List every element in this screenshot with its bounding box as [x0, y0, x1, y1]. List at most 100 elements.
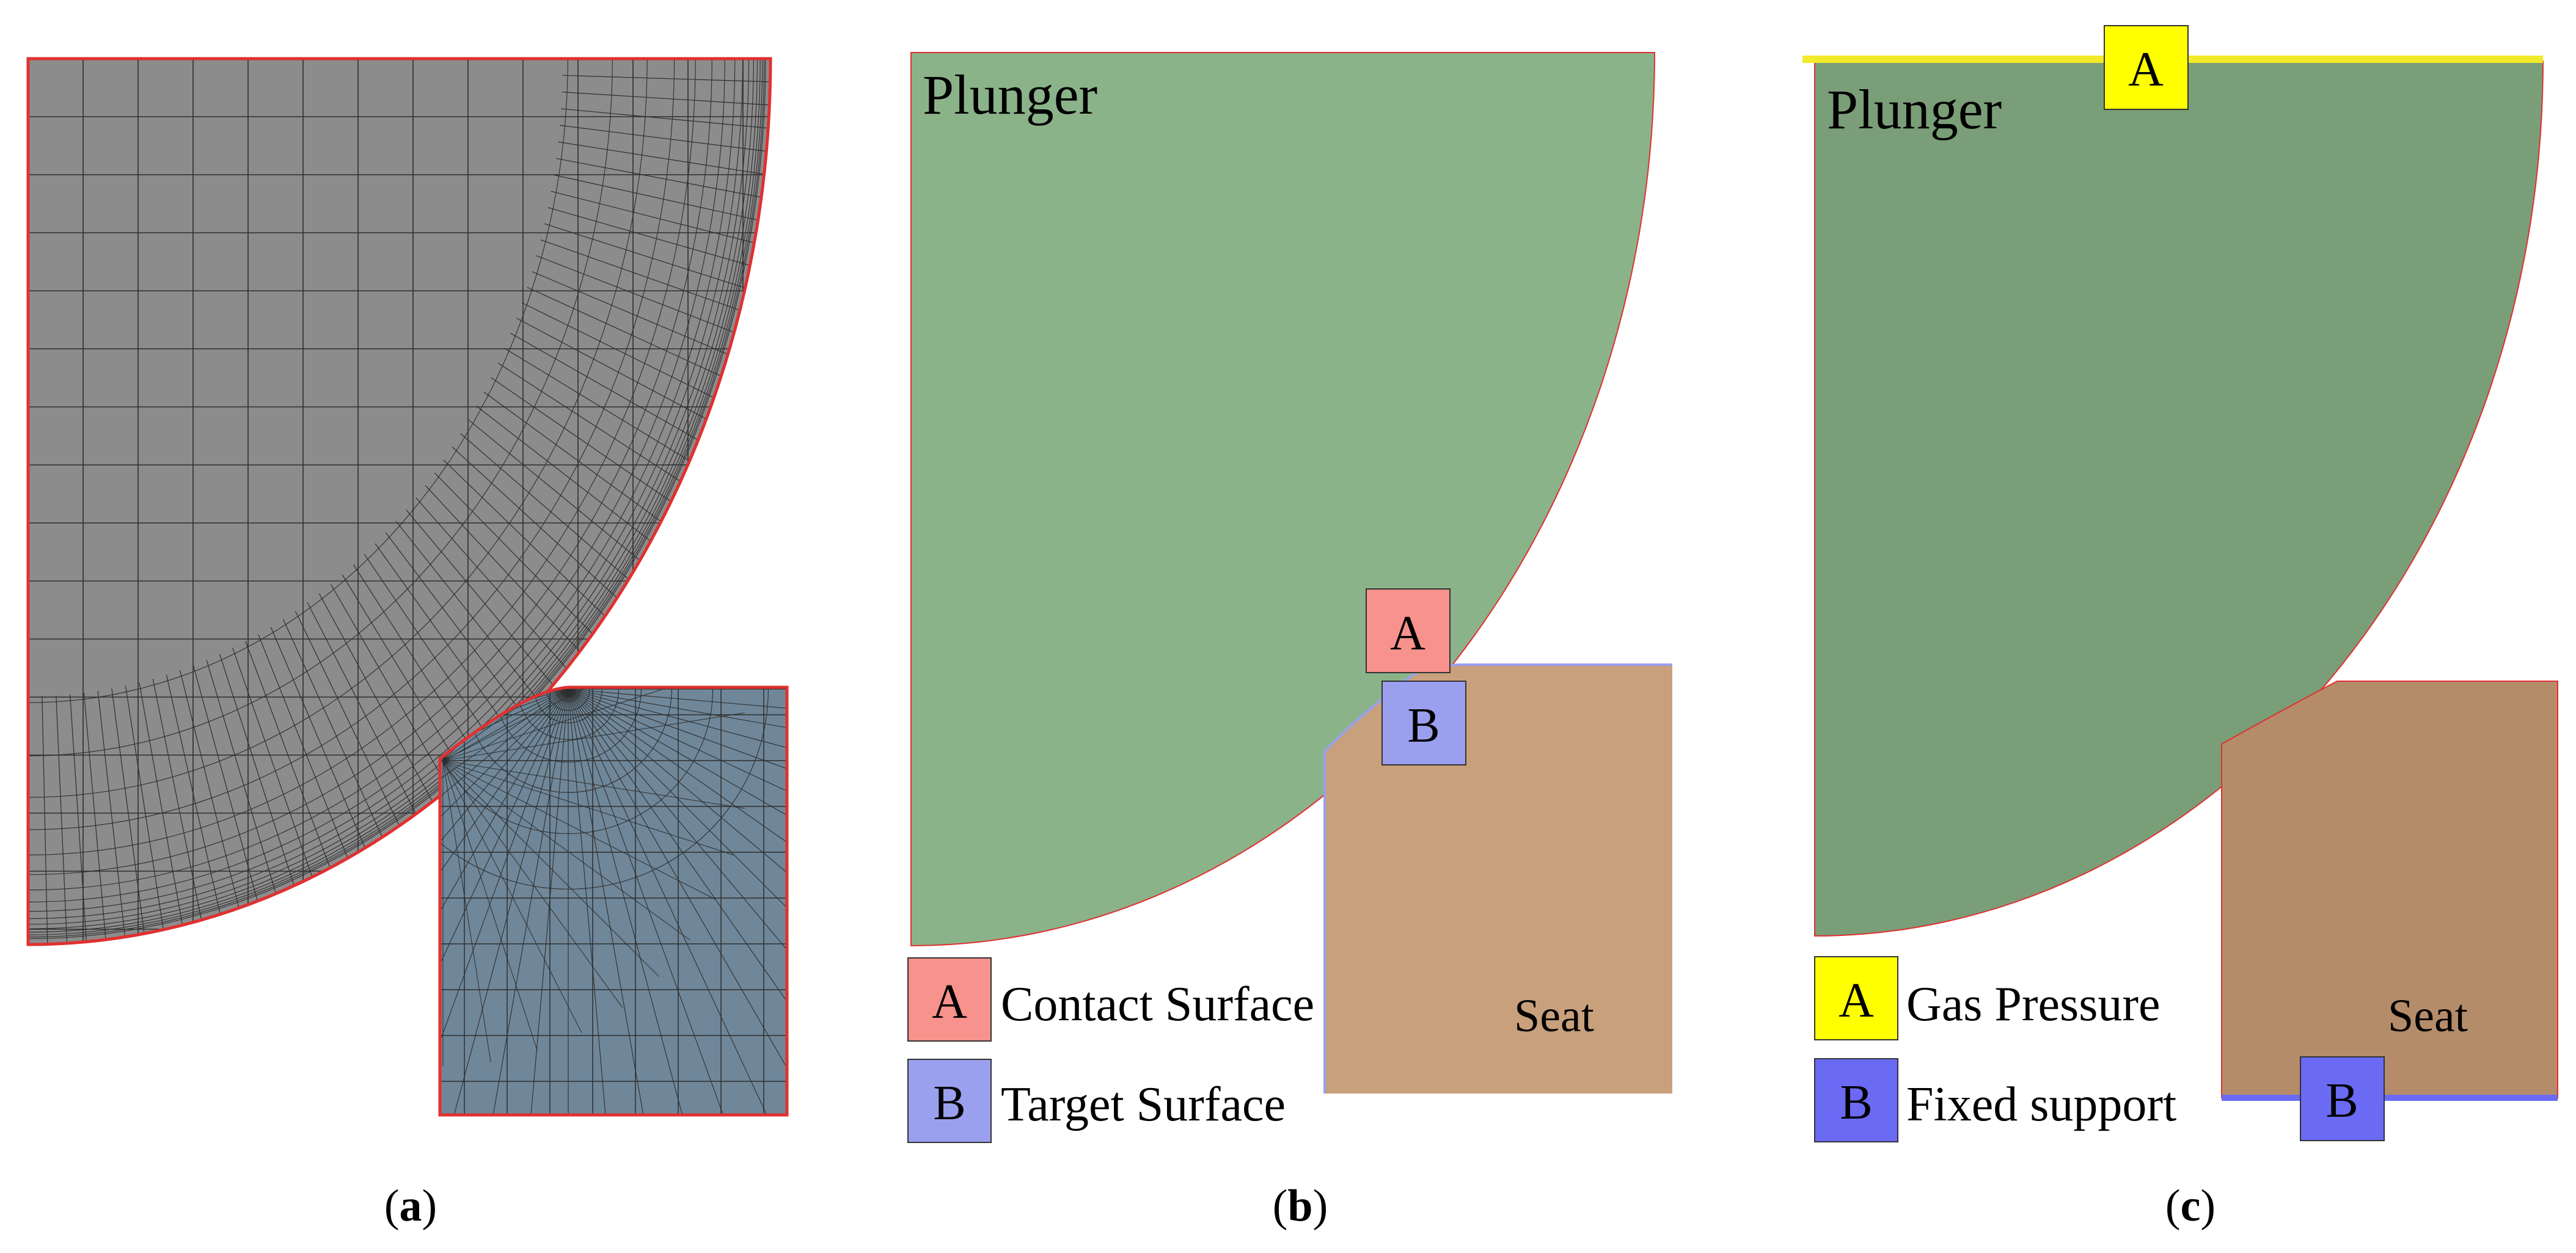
seat-label-b: Seat: [1514, 990, 1594, 1042]
legend-c-label-a: Gas Pressure: [1906, 977, 2160, 1031]
mesh-line: [28, 59, 765, 938]
plunger-label-c: Plunger: [1827, 78, 2002, 141]
mesh-line: [425, 485, 591, 664]
mesh-line: [568, 689, 787, 737]
plunger-outline: [26, 57, 772, 946]
mesh-line: [559, 125, 770, 154]
mesh-line: [460, 433, 642, 590]
caption-a: (a): [384, 1181, 437, 1231]
legend-c-key-b: B: [1840, 1076, 1872, 1130]
seat-body: [2221, 681, 2558, 1098]
mesh-line: [476, 406, 664, 551]
mesh-line: [440, 689, 569, 1115]
mesh-line: [206, 659, 282, 911]
mesh-line: [28, 59, 696, 856]
mesh-line: [442, 687, 715, 761]
legend-b-label-a: Contact Surface: [1001, 977, 1314, 1031]
mesh-line: [442, 760, 745, 809]
mesh-line: [562, 92, 770, 107]
mesh-line: [504, 348, 703, 469]
mesh-line: [483, 392, 675, 532]
mesh-line: [442, 712, 745, 761]
mesh-line: [83, 693, 108, 944]
mesh-line: [318, 593, 441, 817]
mesh-line: [442, 760, 623, 1008]
mesh-line: [551, 191, 769, 247]
mesh-line: [28, 59, 744, 912]
mesh-line: [534, 689, 602, 723]
mesh-line: [442, 760, 734, 855]
mesh-line: [546, 689, 590, 711]
caption-b-letter: b: [1287, 1181, 1312, 1231]
mesh-line: [440, 689, 569, 1005]
mesh-line: [464, 689, 672, 793]
mesh-line: [28, 59, 568, 703]
mesh-line: [406, 509, 564, 698]
mesh-line: [440, 689, 769, 890]
seat-outline: [438, 685, 789, 1117]
mesh-line: [568, 689, 787, 1043]
mesh-line: [568, 689, 787, 1078]
legend-b-key-b: B: [933, 1076, 965, 1130]
mesh-line: [521, 302, 728, 405]
mesh-line: [258, 634, 355, 875]
mesh-line: [28, 59, 675, 830]
mesh-line: [28, 59, 763, 935]
mesh-line: [443, 459, 617, 628]
marker-b-fixed-support: B: [2300, 1056, 2385, 1141]
mesh-line: [97, 691, 128, 944]
mesh-line: [28, 59, 736, 903]
marker-b-box: [1381, 681, 1466, 765]
marker-b-letter: B: [1407, 699, 1440, 753]
mesh-line: [568, 689, 787, 965]
mesh-line: [568, 689, 617, 1115]
mesh-line: [295, 610, 408, 842]
mesh-line: [245, 641, 337, 885]
mesh-line: [232, 648, 318, 894]
mesh-line: [568, 689, 787, 785]
mesh-line: [440, 689, 569, 922]
caption-a-letter: a: [400, 1181, 422, 1231]
mesh-line: [568, 689, 787, 1115]
panel-a: (a): [26, 57, 789, 1231]
mesh-line: [568, 689, 787, 878]
mesh-line: [28, 59, 754, 925]
mesh-line: [434, 472, 604, 646]
mesh-line: [491, 377, 684, 511]
mesh-line: [568, 689, 787, 1005]
seat-label-c: Seat: [2388, 990, 2468, 1042]
marker-b-box: [2300, 1056, 2385, 1141]
mesh-line: [568, 689, 664, 1115]
marker-a-box: [2104, 25, 2189, 110]
legend-b-item-a: A Contact Surface: [907, 957, 1314, 1042]
mesh-line: [568, 689, 711, 1115]
mesh-line: [440, 689, 569, 965]
mesh-line: [516, 318, 720, 427]
mesh-line: [547, 207, 765, 270]
mesh-line: [497, 362, 694, 491]
mesh-line: [28, 59, 761, 933]
marker-a-letter: A: [1390, 607, 1425, 660]
mesh-line: [385, 532, 535, 731]
legend-c-swatch-a: [1814, 956, 1898, 1040]
mesh-line: [562, 75, 770, 83]
mesh-line: [415, 497, 578, 681]
mesh-line: [307, 602, 425, 830]
mesh-line: [442, 687, 734, 761]
mesh-line: [558, 141, 770, 177]
mesh-line: [468, 419, 653, 571]
seat-mesh-body: [440, 687, 787, 1115]
marker-a-box: [1366, 588, 1451, 673]
mesh-line: [28, 59, 750, 919]
mesh-line: [527, 287, 736, 383]
panel-c: Plunger Seat A B A Gas Pressure B Fixed …: [1802, 25, 2558, 1231]
mesh-line: [28, 59, 766, 940]
mesh-line: [472, 689, 569, 1115]
mesh-line: [520, 689, 569, 1115]
legend-c-label-b: Fixed support: [1906, 1078, 2176, 1131]
mesh-line: [179, 670, 244, 926]
mesh-line: [568, 689, 757, 1115]
mesh-line: [440, 689, 569, 1115]
marker-b-letter: B: [2325, 1074, 2358, 1128]
